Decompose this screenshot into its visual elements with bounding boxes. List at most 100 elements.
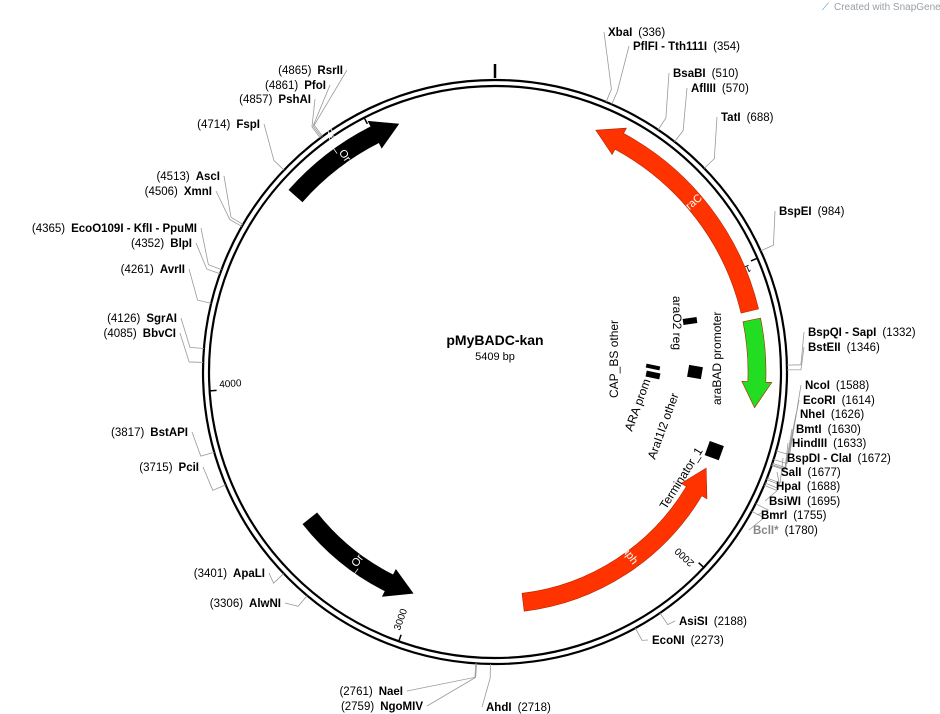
enzyme-position: (2188) <box>714 616 747 628</box>
enzyme-name: BlpI <box>170 238 192 250</box>
enzyme-position: (1695) <box>807 496 840 508</box>
enzyme-site-label[interactable]: (4365)EcoO109I - KflI - PpuMI <box>32 223 197 235</box>
enzyme-site-label[interactable]: BspDI - ClaI(1672) <box>787 453 891 465</box>
enzyme-site-line <box>268 572 284 584</box>
enzyme-name: AhdI <box>486 702 512 714</box>
enzyme-position: (4365) <box>32 223 65 235</box>
enzyme-site-label[interactable]: EcoRI(1614) <box>803 395 875 407</box>
enzyme-position: (688) <box>747 112 774 124</box>
enzyme-site-label[interactable]: AflIII(570) <box>691 83 749 95</box>
enzyme-position: (510) <box>712 68 739 80</box>
enzyme-position: (4352) <box>131 238 164 250</box>
enzyme-position: (1677) <box>807 467 840 479</box>
enzyme-name: HpaI <box>776 481 801 493</box>
enzyme-name: XbaI <box>608 27 632 39</box>
enzyme-site-label[interactable]: AhdI(2718) <box>486 702 551 714</box>
enzyme-site-label[interactable]: (4513)AscI <box>156 171 220 183</box>
enzyme-site-label[interactable]: (4126)SgrAI <box>107 313 177 325</box>
enzyme-site-label[interactable]: BspEI(984) <box>779 206 845 218</box>
enzyme-site-line <box>764 482 779 489</box>
enzyme-position: (4857) <box>239 94 272 106</box>
enzyme-site-line <box>657 72 670 130</box>
enzyme-site-line <box>311 98 321 139</box>
enzyme-name: NheI <box>800 409 825 421</box>
enzyme-name: XmnI <box>184 186 212 198</box>
feature-Terminator-1[interactable] <box>704 441 724 461</box>
enzyme-position: (1688) <box>807 481 840 493</box>
feature-arrow-Rep-Origin-2[interactable] <box>288 120 400 203</box>
enzyme-site-line <box>180 317 204 349</box>
enzyme-name: AlwNI <box>249 598 281 610</box>
feature-CAP-BS-other[interactable] <box>645 363 661 371</box>
enzyme-site-label[interactable]: BspQI - SapI(1332) <box>808 327 916 339</box>
enzyme-site-label[interactable]: SalI (1677) <box>781 467 841 479</box>
enzyme-position: (1755) <box>793 510 826 522</box>
tick-label: 4000 <box>219 378 242 390</box>
enzyme-site-label[interactable]: BsaBI(510) <box>673 68 739 80</box>
enzyme-site-line <box>179 332 204 363</box>
enzyme-site-label[interactable]: BmrI(1755) <box>761 510 827 522</box>
enzyme-position: (2761) <box>339 686 372 698</box>
enzyme-site-label[interactable]: NheI(1626) <box>800 409 864 421</box>
enzyme-site-label[interactable]: HpaI (1688) <box>776 481 840 493</box>
feature-ARA-prom[interactable] <box>645 370 661 380</box>
enzyme-site-line <box>766 457 784 484</box>
feature-araO2-reg[interactable] <box>682 317 698 325</box>
enzyme-site-label[interactable]: (4865)RsrII <box>278 65 343 77</box>
feature-arrow-AraC[interactable] <box>595 127 759 314</box>
enzyme-site-label[interactable]: TatI(688) <box>721 112 774 124</box>
enzyme-name: SalI <box>781 467 801 479</box>
plasmid-name: pMyBADC-kan <box>446 332 543 348</box>
enzyme-name: NaeI <box>379 686 403 698</box>
enzyme-name: NgoMIV <box>380 701 423 713</box>
enzyme-site-label[interactable]: (2759)NgoMIV <box>341 701 423 713</box>
plasmid-length: 5409 bp <box>475 351 515 363</box>
feature-AraI1I2-other[interactable] <box>687 364 703 380</box>
enzyme-site-line <box>771 442 789 471</box>
enzyme-site-label[interactable]: BclI*(1780) <box>753 525 818 537</box>
feature-arrow-Rep-Origin-1[interactable] <box>302 512 414 597</box>
enzyme-position: (4865) <box>278 65 311 77</box>
enzyme-position: (1614) <box>842 395 875 407</box>
enzyme-site-label[interactable]: NcoI (1588) <box>805 380 869 392</box>
enzyme-site-line <box>704 116 718 169</box>
enzyme-site-label[interactable]: (3715)PciI <box>139 462 199 474</box>
enzyme-position: (4506) <box>145 186 178 198</box>
enzyme-site-label[interactable]: (4857)PshAI <box>239 94 311 106</box>
enzyme-site-label[interactable]: (3401)ApaLI <box>194 568 265 580</box>
enzyme-site-line <box>223 175 244 225</box>
tick-mark <box>363 117 369 125</box>
backbone-inner-ring <box>207 84 783 660</box>
enzyme-name: NcoI <box>805 380 830 392</box>
enzyme-site-label[interactable]: (4861)PfoI <box>265 80 326 92</box>
enzyme-site-label[interactable]: (4506) XmnI <box>145 186 212 198</box>
feature-label-araO2-reg: araO2 reg <box>670 296 684 350</box>
enzyme-site-label[interactable]: BstEII (1346) <box>808 342 880 354</box>
enzyme-name: PflFI - Tth111I <box>633 41 707 53</box>
enzyme-site-label[interactable]: (2761) NaeI <box>339 686 403 698</box>
feature-label-ARA-prom: ARA prom <box>622 377 654 433</box>
enzyme-site-line <box>674 87 688 142</box>
enzyme-site-label[interactable]: (4261)AvrII <box>121 264 185 276</box>
enzyme-site-label[interactable]: HindIII(1633) <box>792 438 867 450</box>
enzyme-position: (2273) <box>691 635 724 647</box>
enzyme-site-label[interactable]: (4714)FspI <box>197 119 260 131</box>
enzyme-site-label[interactable]: BsiWI(1695) <box>769 496 840 508</box>
enzyme-position: (1588) <box>836 380 869 392</box>
enzyme-name: BstEII <box>808 342 841 354</box>
feature-arrow-araBAD-promoter[interactable] <box>741 317 773 409</box>
enzyme-site-label[interactable]: PflFI - Tth111I (354) <box>633 41 740 53</box>
enzyme-position: (1346) <box>847 342 880 354</box>
enzyme-site-label[interactable]: AsiSI(2188) <box>679 616 747 628</box>
enzyme-site-label[interactable]: EcoNI(2273) <box>652 635 724 647</box>
enzyme-site-label[interactable]: XbaI(336) <box>608 27 665 39</box>
tick-mark <box>398 634 402 642</box>
feature-arrow-aph[interactable] <box>521 467 708 612</box>
enzyme-position: (354) <box>713 41 740 53</box>
enzyme-site-label[interactable]: (3817)BstAPI <box>111 427 188 439</box>
enzyme-site-label[interactable]: (4352) BlpI <box>131 238 192 250</box>
enzyme-site-label[interactable]: (3306)AlwNI <box>210 598 281 610</box>
enzyme-site-label[interactable]: BmtI(1630) <box>796 424 861 436</box>
enzyme-site-label[interactable]: (4085)BbvCI <box>104 328 176 340</box>
tick-mark <box>750 257 758 262</box>
